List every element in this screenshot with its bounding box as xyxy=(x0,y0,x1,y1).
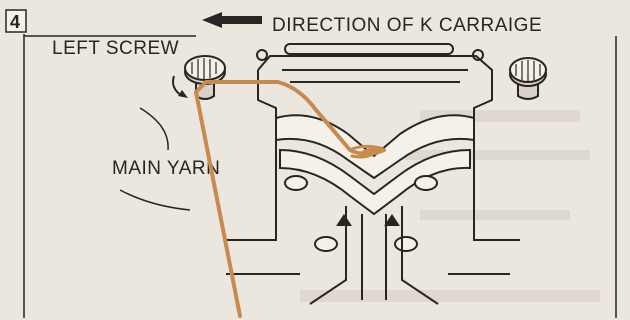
main-yarn-label: MAIN YARN xyxy=(112,158,220,179)
step-number-box: 4 xyxy=(5,9,27,33)
side-knobs xyxy=(284,175,438,252)
yarn-loop xyxy=(348,144,383,159)
yarn-guide-wings xyxy=(275,114,475,216)
arrow-left-icon xyxy=(202,12,262,28)
triangle-markers xyxy=(336,214,400,226)
centre-columns xyxy=(226,206,510,305)
diagram-frame xyxy=(23,34,617,318)
direction-label: DIRECTION OF K CARRAIGE xyxy=(272,15,542,36)
step-number: 4 xyxy=(10,12,20,32)
tension-unit-plate xyxy=(226,43,520,241)
left-screw-label: LEFT SCREW xyxy=(52,38,179,59)
right-screw-icon xyxy=(509,57,547,100)
left-screw-icon xyxy=(184,55,226,100)
main-yarn-leader xyxy=(119,107,191,211)
curved-arrow-icon xyxy=(172,75,188,98)
main-yarn xyxy=(194,80,386,318)
